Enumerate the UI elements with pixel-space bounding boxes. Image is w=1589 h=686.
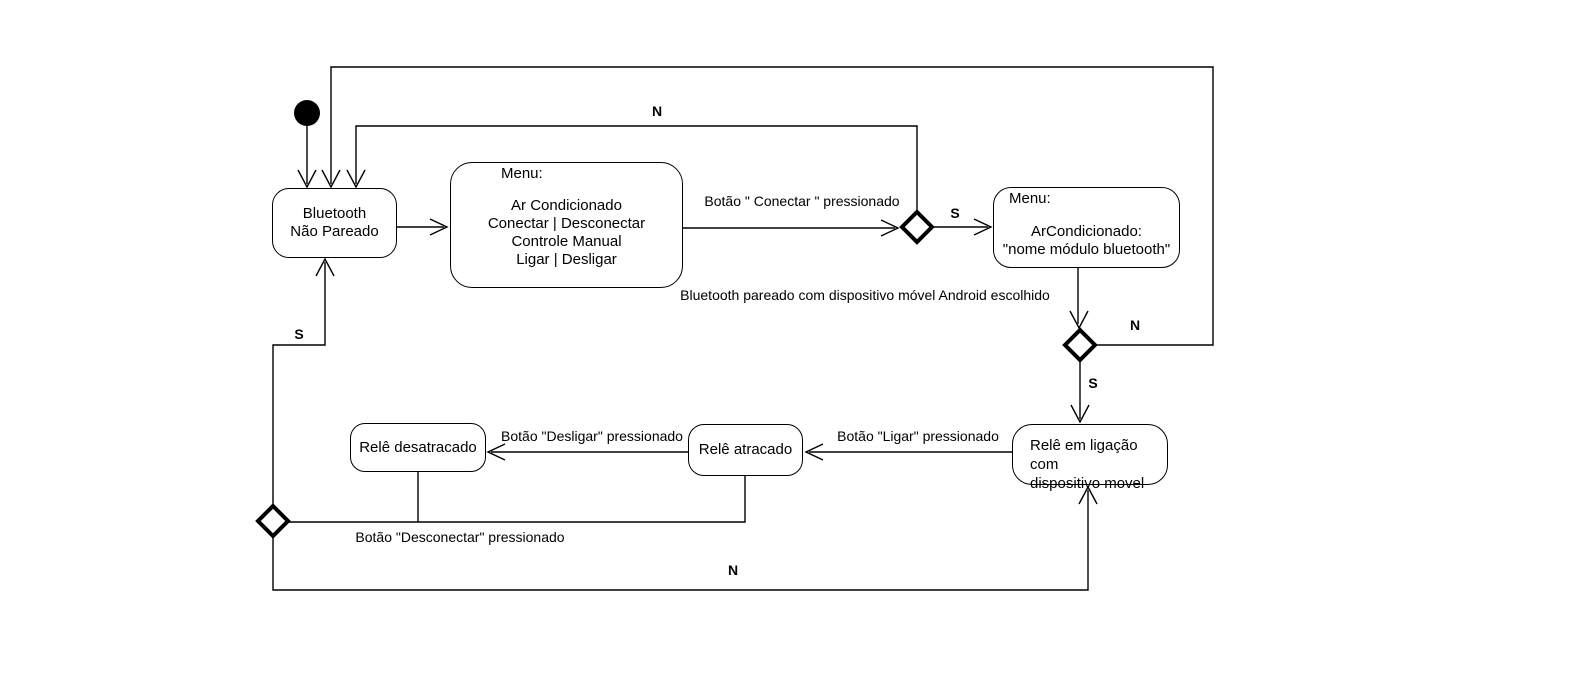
edge-desconectar [289, 476, 746, 523]
arrowhead-left-icon [804, 443, 824, 461]
state-rele-em-ligacao: Relê em ligação com dispositivo movel [1012, 424, 1168, 492]
initial-state-icon [294, 100, 320, 126]
label-bluetooth-pareado: Bluetooth pareado com dispositivo móvel … [680, 287, 1050, 303]
state-label: Relê atracado [698, 441, 793, 458]
decision3-diamond [255, 503, 291, 539]
arrowhead-down-icon [1070, 404, 1090, 424]
menu-item: Ar Condicionado [511, 197, 622, 214]
guard-s-decision2: S [1088, 375, 1098, 391]
label-botao-desconectar: Botão "Desconectar" pressionado [355, 529, 565, 545]
arrowhead-right-icon [880, 219, 900, 237]
state-menu-principal: Menu: Ar Condicionado Conectar | Descone… [450, 162, 683, 288]
arrowhead-up-icon [315, 257, 335, 277]
menu-item: Ligar | Desligar [516, 251, 617, 268]
label-botao-ligar: Botão "Ligar" pressionado [837, 428, 999, 444]
arrowhead-left-icon [486, 443, 506, 461]
edge-decision3-yes [272, 262, 326, 505]
label-botao-desligar: Botão "Desligar" pressionado [501, 428, 683, 444]
edge-decision1-no-loop [355, 125, 918, 211]
arrowhead-down-icon [297, 169, 317, 189]
guard-n-decision2: N [1129, 317, 1141, 333]
arrowhead-right-icon [429, 218, 449, 236]
guard-s-decision3: S [294, 326, 304, 342]
state-label: Bluetooth [302, 205, 367, 222]
state-bluetooth-nao-pareado: Bluetooth Não Pareado [272, 188, 397, 258]
state-label: Relê desatracado [359, 438, 477, 456]
edge-decision2-no-loop [330, 66, 1214, 346]
arrowhead-down-icon [1069, 310, 1089, 330]
arrowhead-right-icon [973, 218, 993, 236]
state-label: Não Pareado [290, 223, 379, 240]
arrowhead-down-icon [346, 169, 366, 189]
menu-item: ArCondicionado: [1031, 223, 1142, 240]
state-rele-desatracado: Relê desatracado [350, 423, 486, 472]
state-rele-atracado: Relê atracado [688, 424, 803, 476]
menu-title: Menu: [501, 165, 543, 182]
menu-item: Conectar | Desconectar [487, 215, 646, 232]
label-botao-conectar: Botão " Conectar " pressionado [704, 193, 900, 209]
guard-n-decision1: N [651, 103, 663, 119]
decision2-diamond [1062, 327, 1098, 363]
edge-decision3-no [272, 490, 1089, 591]
guard-n-decision3: N [727, 562, 739, 578]
menu-item: Controle Manual [511, 233, 622, 250]
menu-title: Menu: [1009, 190, 1051, 207]
decision1-diamond [899, 209, 935, 245]
menu-item: "nome módulo bluetooth" [1002, 241, 1171, 258]
state-menu-arcondicionado: Menu: ArCondicionado: "nome módulo bluet… [993, 187, 1180, 268]
arrowhead-down-icon [321, 169, 341, 189]
state-label: Relê em ligação com [1030, 437, 1138, 473]
arrowhead-up-icon [1078, 485, 1098, 505]
state-label: dispositivo movel [1030, 475, 1145, 492]
guard-s-decision1: S [950, 205, 960, 221]
